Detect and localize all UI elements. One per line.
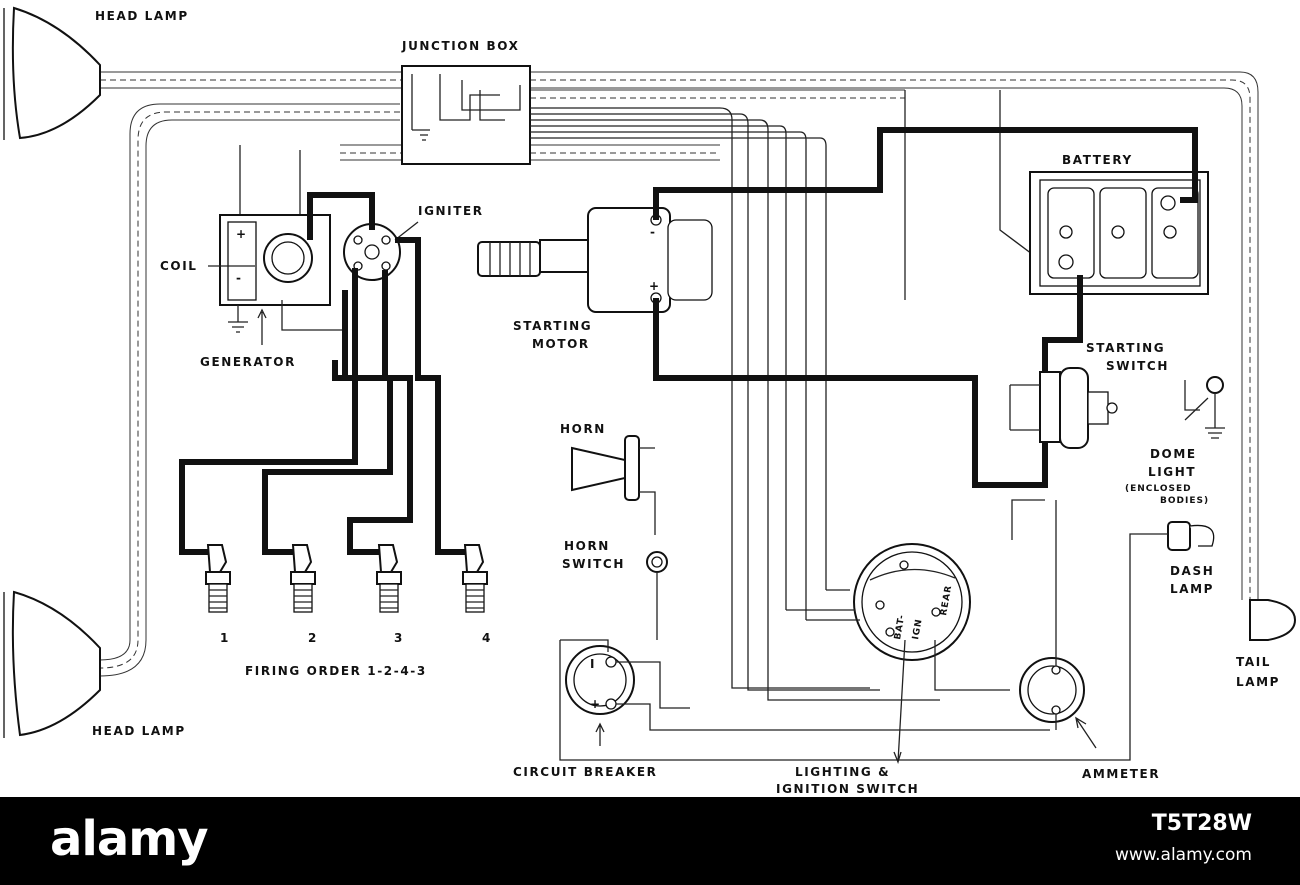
firing-order-label: FIRING ORDER 1-2-4-3 (245, 664, 427, 678)
alamy-logo: alamy (50, 811, 209, 867)
starting-motor: - + (477, 207, 713, 313)
ammeter (934, 499, 1097, 749)
svg-text:+: + (236, 227, 248, 241)
dash-lamp-label-2: LAMP (1170, 582, 1214, 596)
battery (1029, 171, 1209, 295)
spark-plug-1 (205, 544, 231, 613)
horn (571, 435, 656, 535)
circuit-breaker-label: CIRCUIT BREAKER (513, 765, 658, 779)
dome-light-label-1: DOME (1150, 447, 1197, 461)
svg-text:I: I (590, 657, 596, 671)
svg-text:BAT-: BAT- (893, 613, 907, 640)
horn-switch (646, 551, 668, 640)
tail-lamp-label-2: LAMP (1236, 675, 1280, 689)
starting-motor-label-2: MOTOR (532, 337, 590, 351)
svg-text:-: - (650, 225, 657, 239)
ammeter-label: AMMETER (1082, 767, 1160, 781)
spark-plugs (205, 544, 488, 613)
svg-text:+: + (590, 697, 602, 711)
junction-wires (239, 90, 1041, 640)
junction-box (401, 65, 531, 165)
plug-3-label: 3 (394, 631, 404, 645)
lighting-switch-label-1: LIGHTING & (795, 765, 890, 779)
horn-switch-label-2: SWITCH (562, 557, 625, 571)
head-lamp-top-label: HEAD LAMP (95, 9, 189, 23)
ignition-wires (179, 192, 470, 555)
circuit-breaker: I + (560, 639, 1050, 746)
starting-switch (1009, 367, 1118, 449)
starting-motor-label-1: STARTING (513, 319, 592, 333)
generator-label: GENERATOR (200, 355, 296, 369)
head-lamp-bottom-label: HEAD LAMP (92, 724, 186, 738)
starting-switch-label-1: STARTING (1086, 341, 1165, 355)
tail-lamp-label-1: TAIL (1236, 655, 1271, 669)
igniter (343, 221, 419, 281)
dome-light-label-2: LIGHT (1148, 465, 1196, 479)
svg-text:+: + (649, 279, 661, 293)
image-code: T5T28W (1151, 811, 1252, 836)
spark-plug-2 (290, 544, 316, 613)
dash-lamp-label-1: DASH (1170, 564, 1214, 578)
starting-switch-label-2: SWITCH (1106, 359, 1169, 373)
battery-cables (653, 127, 1198, 488)
head-lamp-top (3, 6, 101, 140)
battery-label: BATTERY (1062, 153, 1133, 167)
generator-coil: + - (208, 214, 346, 345)
lighting-switch-label-2: IGNITION SWITCH (776, 782, 919, 796)
site-url: www.alamy.com (1114, 845, 1252, 865)
spark-plug-4 (462, 544, 488, 613)
watermark-footer: alamy T5T28W www.alamy.com (0, 797, 1300, 885)
harness-cables (99, 71, 1259, 677)
lighting-ignition-switch: BAT- IGN REAR (731, 543, 971, 764)
wiring-diagram: + - (3, 6, 1297, 796)
spark-plug-3 (376, 544, 402, 613)
dome-light-label-3: (ENCLOSED (1125, 484, 1192, 494)
dome-light-label-4: BODIES) (1160, 496, 1209, 506)
junction-box-label: JUNCTION BOX (401, 39, 520, 53)
coil-label: COIL (160, 259, 198, 273)
dome-light (1184, 376, 1225, 439)
plug-4-label: 4 (482, 631, 492, 645)
plug-1-label: 1 (220, 631, 230, 645)
labels: HEAD LAMP HEAD LAMP JUNCTION BOX BATTERY… (92, 9, 1280, 796)
horn-label: HORN (560, 422, 606, 436)
svg-text:-: - (236, 271, 243, 285)
head-lamp-bottom (3, 590, 101, 738)
dash-lamp (559, 521, 1215, 761)
svg-text:IGN: IGN (911, 618, 925, 641)
horn-switch-label-1: HORN (564, 539, 610, 553)
plug-2-label: 2 (308, 631, 318, 645)
igniter-label: IGNITER (418, 204, 484, 218)
tail-lamp (1249, 599, 1297, 641)
